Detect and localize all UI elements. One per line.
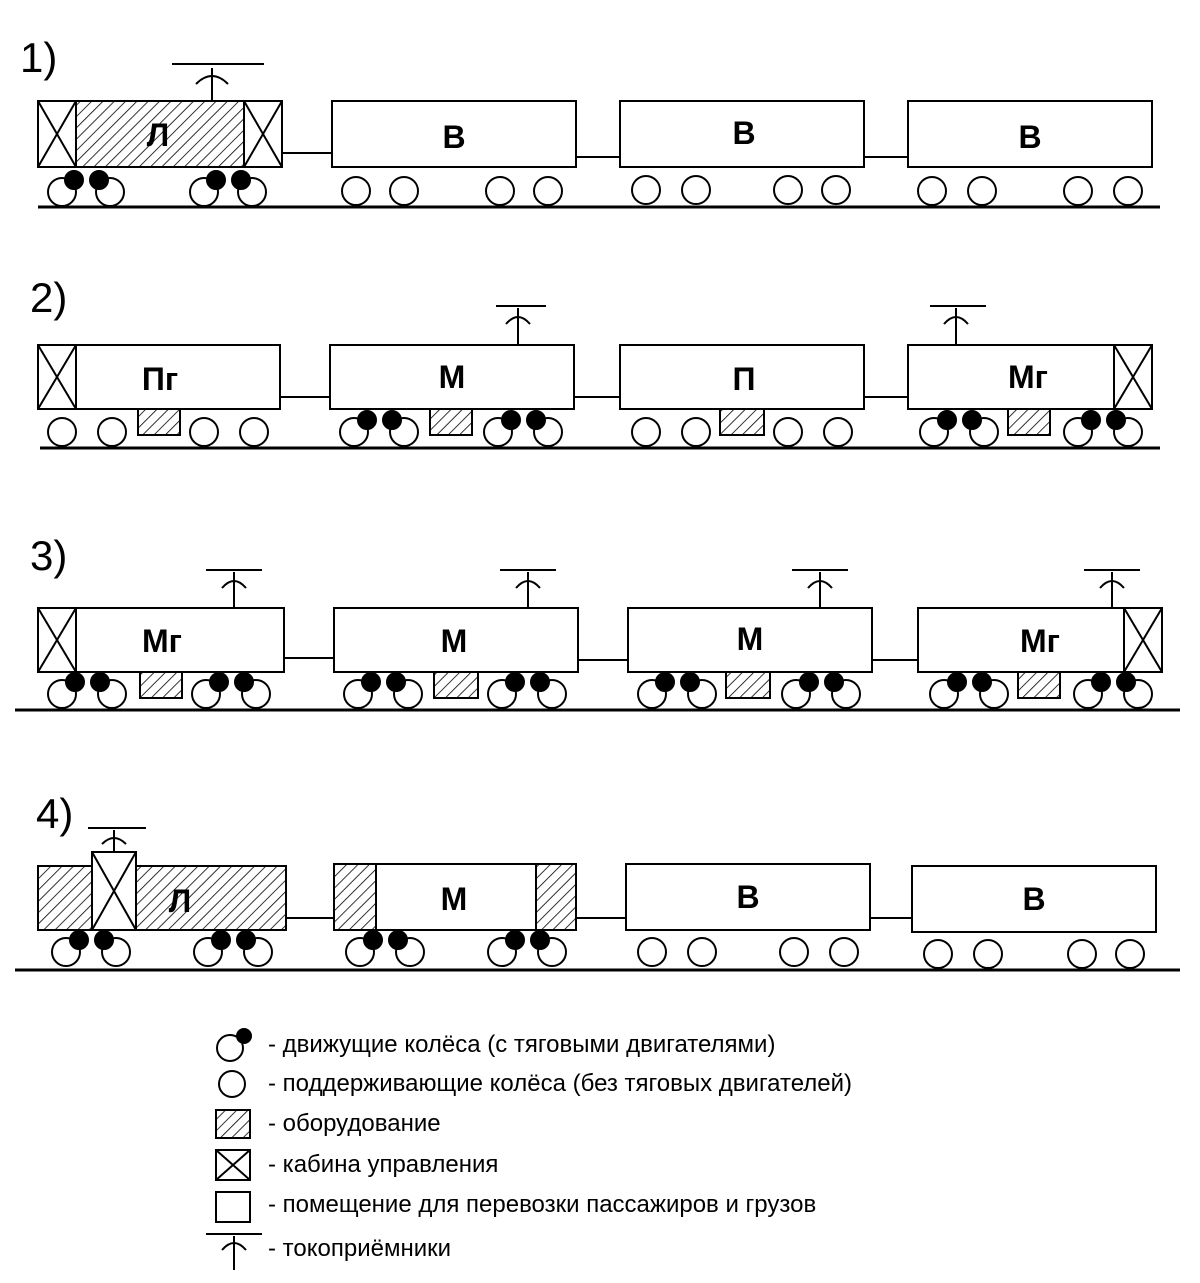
equipment-icon: [137, 408, 181, 436]
driving-wheels: [637, 672, 861, 709]
car-label: М: [441, 623, 468, 659]
legend: - движущие колёса (с тяговыми двигателям…: [206, 1028, 852, 1270]
driving-wheels: [339, 410, 563, 447]
train-number: 2): [30, 274, 67, 321]
car-locomotive: Л: [37, 827, 287, 967]
support-wheels: [341, 176, 563, 206]
support-wheels: [47, 417, 269, 447]
support-wheels: [923, 939, 1145, 969]
car-trailer: В: [619, 100, 865, 205]
equipment-icon: [429, 408, 473, 436]
car-label: Мг: [142, 623, 182, 659]
car-motor: М: [627, 569, 873, 709]
compartment-icon: [627, 607, 873, 673]
driving-wheels: [47, 170, 267, 207]
legend-label: - оборудование: [268, 1110, 441, 1137]
car-label: В: [736, 879, 759, 915]
legend-label: - поддерживающие колёса (без тяговых дви…: [268, 1070, 852, 1097]
legend-label: - кабина управления: [268, 1151, 498, 1178]
legend-item: - помещение для перевозки пассажиров и г…: [215, 1191, 816, 1223]
legend-item: - токоприёмники: [206, 1233, 451, 1270]
train-4: 4) Л М: [15, 790, 1180, 972]
car-label: В: [442, 119, 465, 155]
equipment-icon: [215, 1109, 251, 1139]
car-label: М: [441, 881, 468, 917]
train-number: 4): [36, 790, 73, 837]
compartment-icon: [625, 863, 871, 931]
car-trailer: В: [907, 100, 1153, 206]
equipment-icon: [333, 863, 377, 931]
car-label: М: [439, 359, 466, 395]
driving-wheel-icon: [216, 1028, 252, 1062]
train-2: 2) Пг М: [30, 274, 1160, 450]
train-number: 3): [30, 532, 67, 579]
support-wheel-icon: [218, 1070, 246, 1098]
equipment-icon: [433, 671, 479, 699]
car-trailer: П: [619, 344, 865, 447]
car-label: Мг: [1008, 359, 1048, 395]
legend-item: - движущие колёса (с тяговыми двигателям…: [216, 1028, 775, 1062]
support-wheels: [917, 176, 1143, 206]
car-label: Мг: [1020, 623, 1060, 659]
car-label: В: [732, 115, 755, 151]
compartment-icon: [911, 865, 1157, 933]
car-motor-cab: Мг: [907, 305, 1153, 447]
legend-item: - оборудование: [215, 1109, 441, 1139]
car-label: П: [733, 361, 756, 397]
train-3: 3) Мг М: [15, 532, 1180, 712]
car-label: Л: [147, 117, 169, 153]
compartment-icon: [215, 1191, 251, 1223]
support-wheels: [631, 417, 853, 447]
car-trailer: В: [911, 865, 1157, 969]
compartment-icon: [331, 100, 577, 168]
car-motor-cab: Мг: [37, 569, 285, 709]
equipment-icon: [1017, 671, 1061, 699]
driving-wheels: [51, 930, 273, 967]
driving-wheels: [47, 672, 271, 709]
car-trailer: В: [331, 100, 577, 206]
car-motor: М: [333, 569, 579, 709]
equipment-icon: [719, 408, 765, 436]
car-label: В: [1022, 881, 1045, 917]
car-motor-cab: Мг: [917, 569, 1163, 709]
equipment-icon: [1007, 408, 1051, 436]
train-1: 1) Л В: [20, 34, 1160, 209]
legend-item: - кабина управления: [215, 1149, 498, 1181]
support-wheels: [631, 175, 851, 205]
compartment-icon: [917, 607, 1163, 673]
car-label: В: [1018, 119, 1041, 155]
legend-label: - токоприёмники: [268, 1235, 451, 1262]
car-motor: М: [329, 305, 575, 447]
car-locomotive: Л: [37, 63, 283, 207]
compartment-icon: [329, 344, 575, 410]
equipment-icon: [535, 863, 577, 931]
support-wheels: [637, 937, 859, 967]
compartment-icon: [619, 100, 865, 168]
legend-item: - поддерживающие колёса (без тяговых дви…: [218, 1070, 852, 1098]
compartment-icon: [907, 344, 1153, 410]
compartment-icon: [37, 344, 281, 410]
driving-wheels: [343, 672, 567, 709]
compartment-icon: [907, 100, 1153, 168]
compartment-icon: [37, 607, 285, 673]
car-trailer-cab: Пг: [37, 344, 281, 447]
car-label: Пг: [142, 361, 178, 397]
car-label: М: [737, 621, 764, 657]
legend-label: - движущие колёса (с тяговыми двигателям…: [268, 1031, 775, 1058]
driving-wheels: [919, 410, 1143, 447]
train-number: 1): [20, 34, 57, 81]
compartment-icon: [333, 607, 579, 673]
cab-icon: [215, 1149, 251, 1181]
equipment-icon: [725, 671, 771, 699]
car-label: Л: [169, 883, 191, 919]
driving-wheels: [929, 672, 1153, 709]
legend-label: - помещение для перевозки пассажиров и г…: [268, 1191, 816, 1218]
equipment-icon: [139, 671, 183, 699]
car-motor: М: [333, 863, 577, 967]
driving-wheels: [345, 930, 567, 967]
car-trailer: В: [625, 863, 871, 967]
pantograph-icon: [206, 1233, 262, 1270]
